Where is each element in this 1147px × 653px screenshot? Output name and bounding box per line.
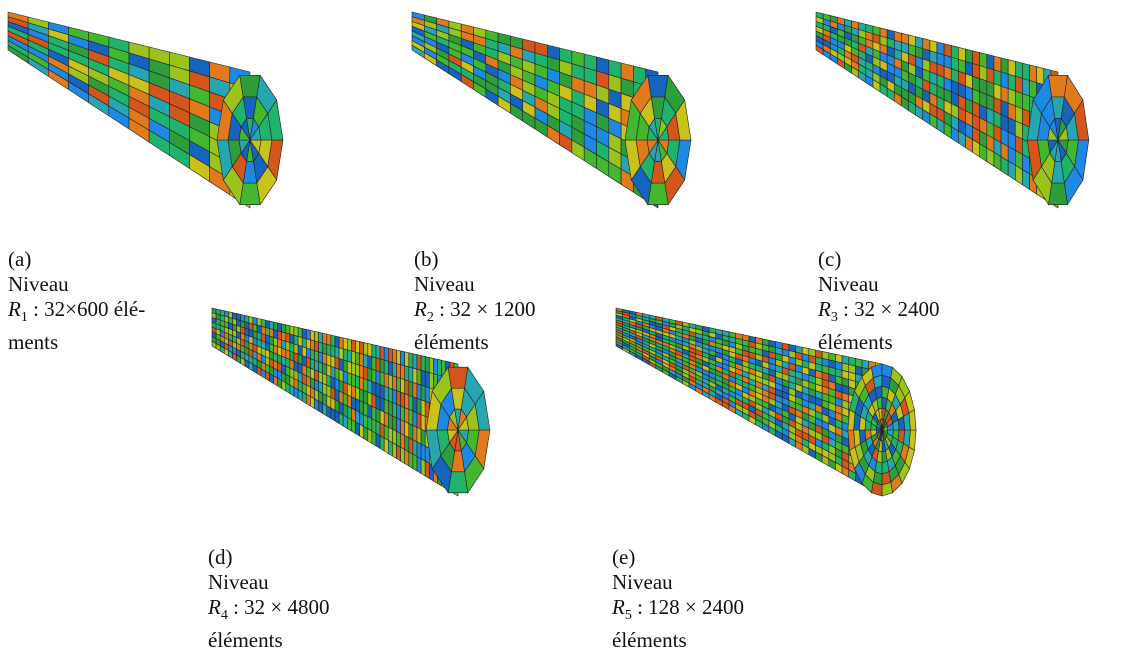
- mesh-end-face: [624, 74, 692, 206]
- caption-a-rest: : 32×600 élé- ments: [8, 297, 146, 355]
- mesh-d: [211, 307, 491, 497]
- caption-d-label: (d): [208, 545, 233, 569]
- caption-e-rest: : 128 × 2400 éléments: [612, 595, 745, 653]
- caption-d-level: R4: [208, 595, 228, 624]
- panel-a: (a) Niveau R1 : 32×600 élé- ments: [0, 0, 360, 354]
- caption-b-word: Niveau: [414, 272, 475, 296]
- caption-e-level: R5: [612, 595, 632, 624]
- mesh-c: [815, 11, 1090, 209]
- panel-d: (d) Niveau R4 : 32 × 4800 éléments: [206, 300, 566, 652]
- caption-a-label: (a): [8, 247, 32, 271]
- caption-b: (b) Niveau R2 : 32 × 1200 éléments: [414, 222, 744, 355]
- mesh-body: [815, 11, 1059, 209]
- mesh-body: [7, 11, 251, 209]
- mesh-end-face: [425, 366, 491, 494]
- mesh-end-face: [1026, 74, 1090, 206]
- caption-d-word: Niveau: [208, 570, 269, 594]
- caption-b-level: R2: [414, 297, 434, 326]
- caption-b-label: (b): [414, 247, 439, 271]
- caption-a-level: R1: [8, 297, 28, 326]
- caption-e: (e) Niveau R5 : 128 × 2400 éléments: [612, 520, 952, 653]
- panel-b: (b) Niveau R2 : 32 × 1200 éléments: [408, 0, 768, 354]
- caption-c-rest: : 32 × 2400 éléments: [818, 297, 940, 355]
- caption-e-word: Niveau: [612, 570, 673, 594]
- mesh-a: [7, 11, 284, 209]
- caption-a: (a) Niveau R1 : 32×600 élé- ments: [8, 222, 338, 355]
- caption-c-level: R3: [818, 297, 838, 326]
- caption-b-rest: : 32 × 1200 éléments: [414, 297, 536, 355]
- mesh-body: [411, 11, 659, 209]
- mesh-body: [615, 307, 883, 497]
- panel-e: (e) Niveau R5 : 128 × 2400 éléments: [610, 300, 970, 652]
- mesh-end-face: [216, 74, 284, 206]
- caption-c-label: (c): [818, 247, 842, 271]
- caption-a-word: Niveau: [8, 272, 69, 296]
- panel-c: (c) Niveau R3 : 32 × 2400 éléments: [812, 0, 1147, 354]
- caption-d: (d) Niveau R4 : 32 × 4800 éléments: [208, 520, 548, 653]
- mesh-b: [411, 11, 692, 209]
- caption-c-word: Niveau: [818, 272, 879, 296]
- mesh-e: [615, 307, 917, 497]
- caption-c: (c) Niveau R3 : 32 × 2400 éléments: [818, 222, 1147, 355]
- mesh-body: [211, 307, 459, 497]
- caption-e-label: (e): [612, 545, 636, 569]
- mesh-end-face: [847, 363, 917, 497]
